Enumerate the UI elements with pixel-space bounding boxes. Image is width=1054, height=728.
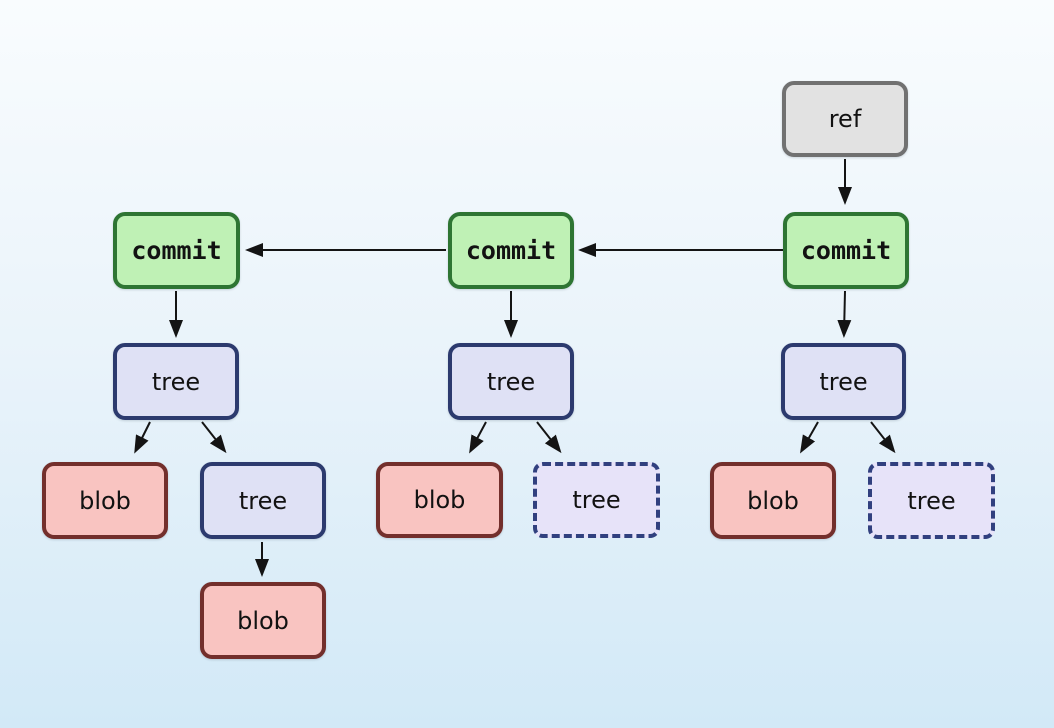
- node-commit-middle: commit: [448, 212, 574, 289]
- node-ref-label: ref: [828, 105, 862, 133]
- node-tree-left: tree: [113, 343, 239, 420]
- edge-tree-middle-to-blob-middle: [469, 421, 487, 454]
- edge-tree-right-to-subtree-right: [870, 421, 896, 454]
- node-subtree-left-label: tree: [238, 486, 288, 515]
- node-ref: ref: [782, 81, 908, 157]
- node-blob-left: blob: [42, 462, 168, 539]
- node-commit-right-label: commit: [800, 236, 892, 265]
- node-subtree-middle-label: tree: [572, 486, 621, 514]
- node-subtree-middle-dashed: tree: [533, 462, 660, 538]
- node-tree-right: tree: [781, 343, 906, 420]
- node-blob-bottom-label: blob: [237, 606, 289, 635]
- node-blob-middle-label: blob: [413, 486, 466, 514]
- node-commit-left-label: commit: [131, 236, 222, 265]
- edge-tree-left-to-subtree-left: [201, 421, 227, 454]
- edge-tree-right-to-blob-right: [800, 421, 819, 454]
- edge-commit-right-to-tree-right: [837, 290, 852, 338]
- node-tree-middle: tree: [448, 343, 574, 420]
- node-subtree-right-dashed: tree: [868, 462, 995, 539]
- node-blob-left-label: blob: [79, 486, 131, 515]
- node-tree-right-label: tree: [819, 367, 868, 396]
- node-subtree-left: tree: [200, 462, 326, 539]
- node-blob-right-label: blob: [747, 486, 799, 515]
- edge-tree-left-to-blob-left: [134, 421, 151, 454]
- node-commit-middle-label: commit: [465, 236, 557, 265]
- node-subtree-right-label: tree: [907, 486, 956, 515]
- node-blob-middle: blob: [376, 462, 503, 538]
- node-blob-bottom: blob: [200, 582, 326, 659]
- node-tree-left-label: tree: [151, 367, 201, 396]
- node-tree-middle-label: tree: [486, 367, 536, 396]
- node-blob-right: blob: [710, 462, 836, 539]
- node-commit-right: commit: [783, 212, 909, 289]
- node-commit-left: commit: [113, 212, 240, 289]
- edge-tree-middle-to-subtree-middle: [536, 421, 562, 454]
